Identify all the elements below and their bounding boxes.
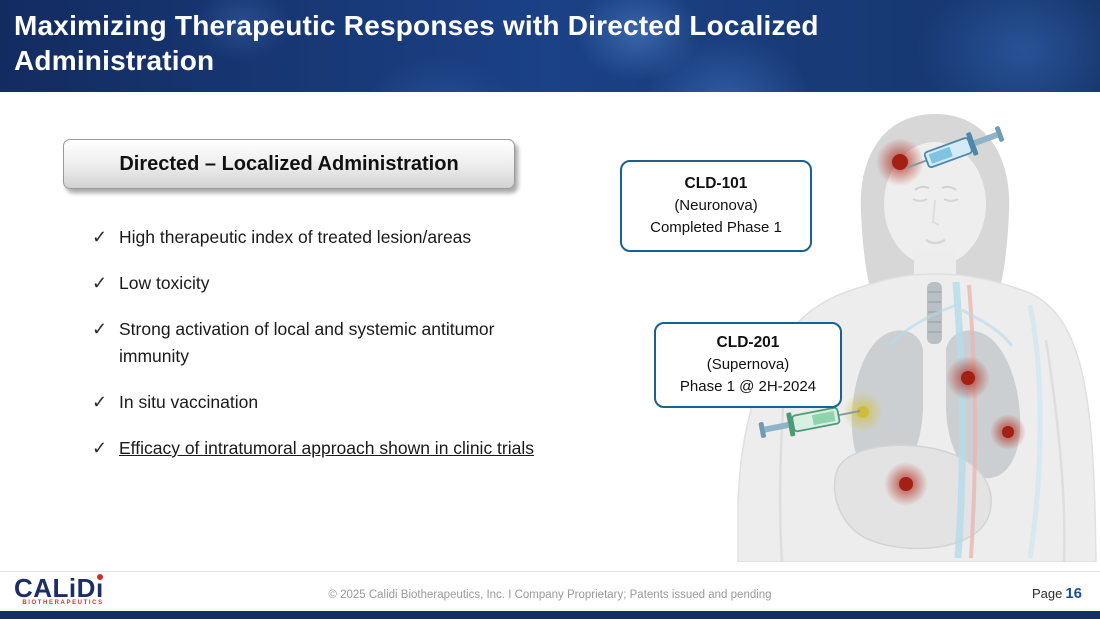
checklist-item: ✓ High therapeutic index of treated lesi… <box>92 224 652 251</box>
section-title-box: Directed – Localized Administration <box>63 139 515 189</box>
syringe-head-icon <box>905 126 1005 169</box>
slide-title-line1: Maximizing Therapeutic Responses with Di… <box>14 10 819 41</box>
page-label: Page <box>1031 586 1063 601</box>
checklist: ✓ High therapeutic index of treated lesi… <box>92 224 652 481</box>
slide-header: Maximizing Therapeutic Responses with Di… <box>0 0 1100 92</box>
callout-subtitle: (Supernova) <box>706 356 790 373</box>
callout-status: Completed Phase 1 <box>650 219 782 236</box>
logo-dotted-i: ı <box>95 573 104 603</box>
lung-left <box>851 330 924 479</box>
callout-subtitle: (Neuronova) <box>674 197 758 214</box>
callout-title: CLD-201 <box>716 334 780 351</box>
check-icon: ✓ <box>92 227 108 247</box>
check-icon: ✓ <box>92 392 108 412</box>
check-icon: ✓ <box>92 438 108 458</box>
checklist-item: ✓ Low toxicity <box>92 270 652 297</box>
callout-cld-201: CLD-201 (Supernova) Phase 1 @ 2H-2024 <box>654 322 842 408</box>
checklist-item-label: Low toxicity <box>119 273 210 293</box>
checklist-item: ✓ In situ vaccination <box>92 389 652 416</box>
checklist-item: ✓ Efficacy of intratumoral approach show… <box>92 435 652 462</box>
tumor-marker-head <box>876 138 924 186</box>
page-number: 16 <box>1065 585 1082 602</box>
callout-title: CLD-101 <box>684 175 748 192</box>
syringe-torso-icon <box>758 406 861 438</box>
copyright-text: © 2025 Calidi Biotherapeutics, Inc. I Co… <box>328 589 772 601</box>
tumor-marker-side <box>990 414 1026 450</box>
checklist-item-label: Strong activation of local and systemic … <box>119 319 495 366</box>
callout-status: Phase 1 @ 2H-2024 <box>679 378 817 395</box>
logo-text: CALiD <box>14 573 96 603</box>
checklist-item-label: Efficacy of intratumoral approach shown … <box>119 438 535 458</box>
check-icon: ✓ <box>92 273 108 293</box>
checklist-item: ✓ Strong activation of local and systemi… <box>92 316 652 370</box>
slide-footer: CALiDı BIOTHERAPEUTICS © 2025 Calidi Bio… <box>0 571 1100 612</box>
injection-site-marker <box>843 392 883 432</box>
callout-cld-101: CLD-101 (Neuronova) Completed Phase 1 <box>620 160 812 252</box>
vessel-side <box>1027 304 1043 559</box>
logo-subtext: BIOTHERAPEUTICS <box>22 600 104 606</box>
arm-line-right <box>1044 339 1066 563</box>
tumor-marker-chest <box>946 356 990 400</box>
tumor-marker-abdomen <box>884 462 928 506</box>
checklist-item-label: High therapeutic index of treated lesion… <box>119 227 472 247</box>
check-icon: ✓ <box>92 319 108 339</box>
bottom-accent-bar <box>0 611 1100 619</box>
vessel-blue <box>952 281 966 559</box>
slide-title-line2: Administration <box>14 45 215 76</box>
face-features <box>914 185 957 191</box>
calidi-logo: CALiDı BIOTHERAPEUTICS <box>14 573 104 607</box>
checklist-item-label: In situ vaccination <box>119 392 259 412</box>
